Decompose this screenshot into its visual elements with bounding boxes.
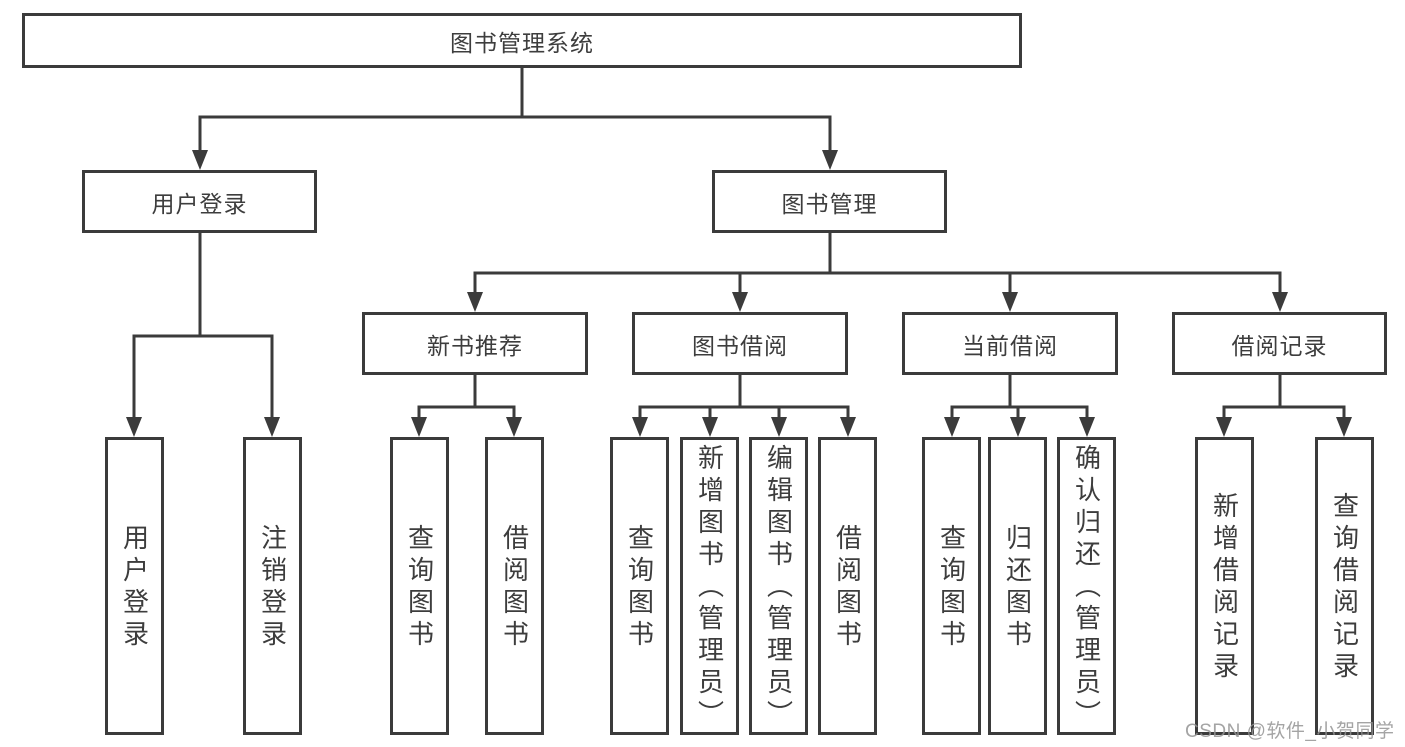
arrow-icon <box>411 417 427 437</box>
leaf-current-confirm-return-admin: 确认归还（管理员） <box>1057 437 1116 735</box>
leaf-current-return-books: 归还图书 <box>988 437 1047 735</box>
connector-borrowing-records <box>1222 373 1346 424</box>
arrow-icon <box>732 292 748 312</box>
arrow-icon <box>1336 417 1352 437</box>
node-current-borrowing: 当前借阅 <box>902 312 1118 375</box>
connector-new-book <box>417 373 516 424</box>
arrow-icon <box>1079 417 1095 437</box>
arrow-icon <box>702 417 718 437</box>
arrow-icon <box>506 417 522 437</box>
connector-user-login <box>132 231 274 424</box>
arrow-icon <box>192 150 208 170</box>
leaf-newbook-query-books: 查询图书 <box>390 437 449 735</box>
leaf-user-login: 用户登录 <box>105 437 164 735</box>
leaf-current-query-books: 查询图书 <box>922 437 981 735</box>
node-system-root: 图书管理系统 <box>22 13 1022 68</box>
connector-current-borrowing <box>950 373 1089 424</box>
connector-root <box>198 66 832 157</box>
arrow-icon <box>840 417 856 437</box>
leaf-borrowing-query-books: 查询图书 <box>610 437 669 735</box>
arrow-icon <box>822 150 838 170</box>
arrow-icon <box>1010 417 1026 437</box>
csdn-watermark: CSDN @软件_小贺同学 <box>1185 721 1395 742</box>
arrow-icon <box>1216 417 1232 437</box>
connector-book-borrowing <box>638 373 850 424</box>
node-book-management: 图书管理 <box>712 170 947 233</box>
arrow-icon <box>1272 292 1288 312</box>
arrow-icon <box>126 417 142 437</box>
arrow-icon <box>944 417 960 437</box>
arrowheads <box>126 150 1352 437</box>
arrow-icon <box>264 417 280 437</box>
leaf-records-query-record: 查询借阅记录 <box>1315 437 1374 735</box>
arrow-icon <box>771 417 787 437</box>
node-new-book-recommend: 新书推荐 <box>362 312 588 375</box>
leaf-newbook-borrow-books: 借阅图书 <box>485 437 544 735</box>
node-user-login: 用户登录 <box>82 170 317 233</box>
arrow-icon <box>632 417 648 437</box>
arrow-icon <box>467 292 483 312</box>
node-borrowing-records: 借阅记录 <box>1172 312 1387 375</box>
leaf-logout: 注销登录 <box>243 437 302 735</box>
leaf-records-add-record: 新增借阅记录 <box>1195 437 1254 735</box>
connector-book-management <box>473 231 1282 299</box>
leaf-borrowing-edit-books-admin: 编辑图书（管理员） <box>749 437 808 735</box>
node-book-borrowing: 图书借阅 <box>632 312 848 375</box>
leaf-borrowing-borrow-books: 借阅图书 <box>818 437 877 735</box>
leaf-borrowing-add-books-admin: 新增图书（管理员） <box>680 437 739 735</box>
arrow-icon <box>1002 292 1018 312</box>
